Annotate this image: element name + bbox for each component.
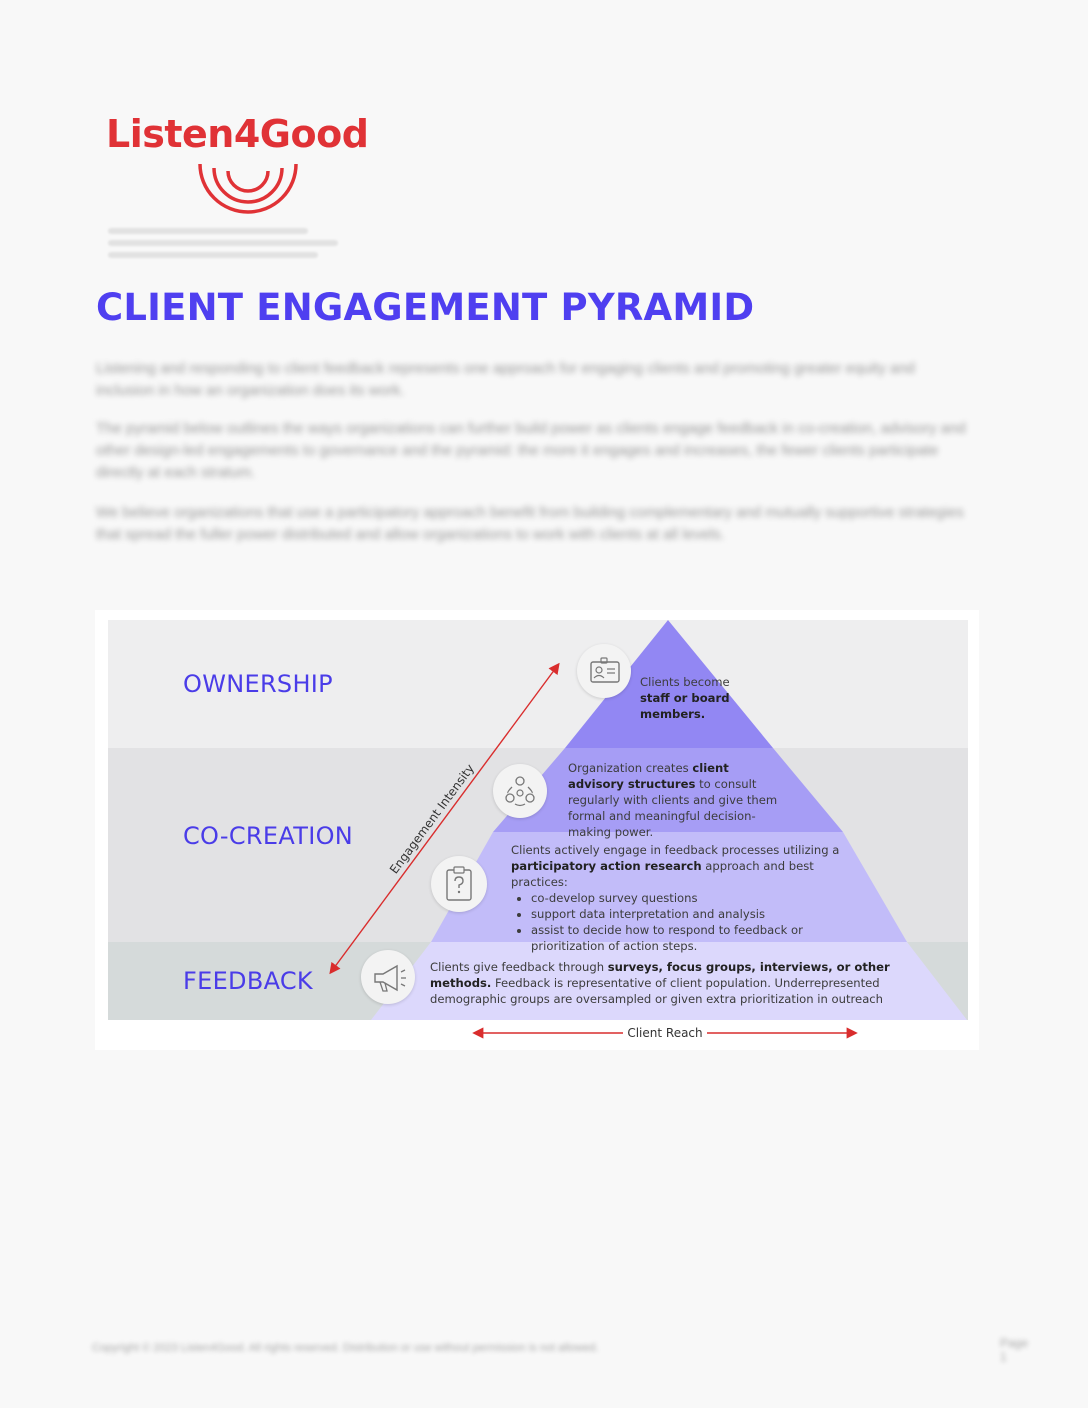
megaphone-icon — [361, 950, 415, 1004]
band-label-ownership: OWNERSHIP — [183, 670, 333, 698]
band-label-feedback: FEEDBACK — [183, 967, 313, 995]
list-item: co-develop survey questions — [531, 890, 856, 906]
pyramid-graphic — [108, 620, 968, 1039]
tier-advisory-text: Organization creates client advisory str… — [568, 761, 778, 839]
group-cycle-icon — [493, 764, 547, 818]
list-item: support data interpretation and analysis — [531, 906, 856, 922]
sound-waves-icon — [198, 163, 298, 214]
band-label-cocreation: CO-CREATION — [183, 822, 354, 850]
intro-paragraph-2: The pyramid below outlines the ways orga… — [96, 420, 966, 481]
page-number: Page 1 — [1000, 1336, 1029, 1364]
tier-ownership-text: Clients become staff or board members. — [640, 675, 730, 721]
tier-feedback-text: Clients give feedback through surveys, f… — [430, 960, 890, 1006]
clipboard-question-icon — [431, 856, 487, 912]
listen4good-logo: Listen4Good — [100, 112, 370, 222]
logo-wordmark: Listen4Good — [106, 112, 369, 156]
intro-paragraph-1: Listening and responding to client feedb… — [96, 360, 915, 399]
logo-tagline — [108, 228, 348, 278]
id-badge-icon — [577, 644, 631, 698]
page-title: CLIENT ENGAGEMENT PYRAMID — [96, 286, 755, 329]
tier-participatory-text: Clients actively engage in feedback proc… — [511, 842, 856, 954]
client-engagement-pyramid: Engagement Intensity Client Reach OWNERS… — [95, 610, 979, 1050]
footer-copyright: Copyright © 2023 Listen4Good. All rights… — [92, 1342, 599, 1354]
list-item: assist to decide how to respond to feedb… — [531, 922, 856, 954]
tier-advisory — [493, 748, 843, 832]
tier-ownership — [565, 620, 773, 748]
intro-paragraph-3: We believe organizations that use a part… — [96, 504, 964, 543]
engagement-arrow — [329, 662, 560, 975]
client-reach-label: Client Reach — [627, 1026, 703, 1040]
participatory-bullets: co-develop survey questions support data… — [511, 890, 856, 954]
